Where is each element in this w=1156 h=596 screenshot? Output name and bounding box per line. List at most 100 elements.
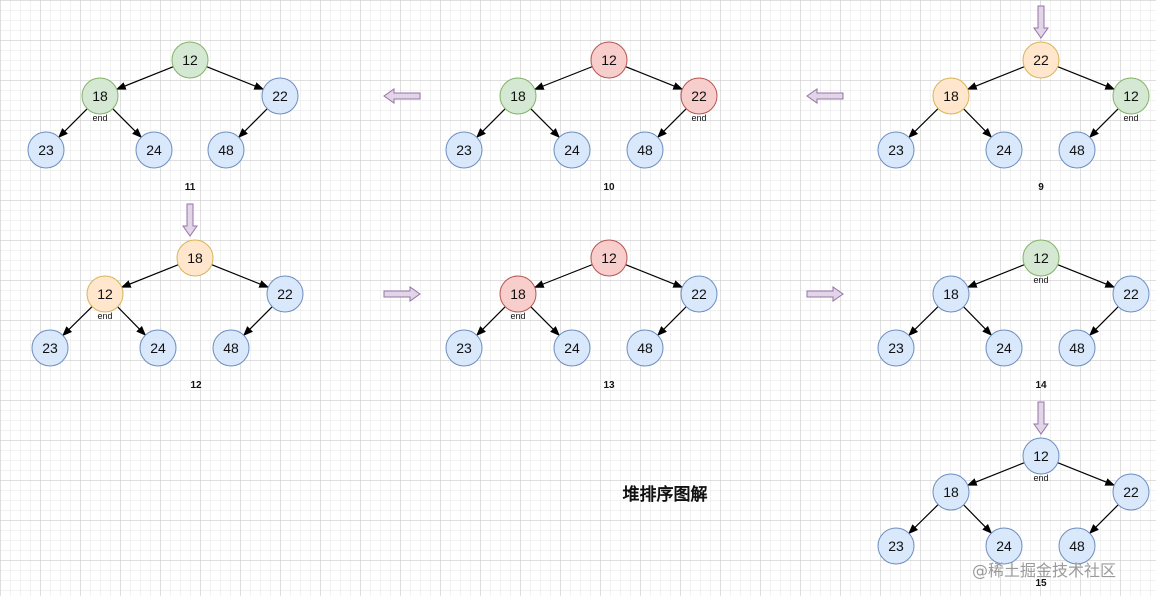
tree-node-circle [932,473,970,511]
tree-node-value: 18 [510,286,526,302]
end-marker-label: end [1033,473,1048,483]
tree-node: 18 [176,239,214,277]
tree-node: 24 [135,131,173,169]
tree-edge [966,264,1025,288]
tree-node: 12 [590,41,628,79]
tree-node-value: 22 [1033,52,1049,68]
tree-node: 22 [266,275,304,313]
tree-node-value: 18 [510,88,526,104]
tree-node-circle [590,41,628,79]
tree-node-value: 48 [637,142,653,158]
step-number-label: 12 [190,380,202,391]
tree-node-value: 22 [691,88,707,104]
tree-node-circle [266,275,304,313]
tree-node-circle [31,329,69,367]
tree-node-circle [1022,41,1060,79]
tree-node-circle [1112,473,1150,511]
tree-node-circle [86,275,124,313]
tree-node-value: 48 [1069,142,1085,158]
tree-node-value: 24 [146,142,162,158]
page-title: 堆排序图解 [622,485,708,505]
step-number-label: 9 [1038,182,1044,193]
tree-edge [476,108,506,138]
end-marker-label: end [92,113,107,123]
tree-edge [966,66,1025,90]
tree-edge [908,504,939,535]
tree-edge [211,264,270,288]
tree-node: 23 [445,131,483,169]
tree-node-value: 22 [1123,286,1139,302]
tree-node-circle [1022,437,1060,475]
tree-node-value: 23 [888,538,904,554]
tree-node: 48 [626,329,664,367]
tree-node-value: 23 [888,340,904,356]
flow-arrow [383,88,421,104]
tree-node-value: 48 [1069,538,1085,554]
tree-edge [908,108,939,139]
flow-arrow [806,286,844,302]
tree-node: 24 [985,329,1023,367]
tree-node-value: 23 [888,142,904,158]
tree-node-circle [139,329,177,367]
tree-node-value: 22 [691,286,707,302]
tree-node-circle [877,527,915,565]
tree-node-value: 12 [182,52,198,68]
tree-node-circle [553,329,591,367]
tree-edge [963,504,993,534]
tree-node-value: 24 [996,340,1012,356]
tree-node: 48 [1058,131,1096,169]
tree-node-circle [499,77,537,115]
tree-node: 23 [877,527,915,565]
flow-arrows [182,5,1049,435]
tree-node-circle [1112,275,1150,313]
flow-arrow [806,88,844,104]
tree-node-circle [1058,131,1096,169]
tree-edge [115,66,174,90]
tree-edge [963,306,993,336]
tree-edge [112,108,142,138]
tree-node-circle [171,41,209,79]
tree-node-value: 22 [1123,484,1139,500]
end-marker-label: end [691,113,706,123]
tree-node: 24 [985,527,1023,565]
end-marker-label: end [1123,113,1138,123]
tree-node: 23 [877,329,915,367]
tree-node-circle [985,329,1023,367]
tree-node-value: 12 [601,250,617,266]
tree-edge [1057,264,1116,288]
tree-node-circle [553,131,591,169]
tree-node: 23 [31,329,69,367]
tree-node-circle [499,275,537,313]
tree-node-circle [680,275,718,313]
tree-node: 22 [1022,41,1060,79]
tree-node: 22 end [680,77,718,123]
tree-node-circle [261,77,299,115]
tree-node-value: 24 [996,538,1012,554]
tree-edge [117,306,147,336]
tree-node-circle [932,275,970,313]
tree-node-circle [212,329,250,367]
tree-edge [908,306,939,337]
step-number-label: 15 [1035,578,1047,589]
tree-edge [1057,66,1116,90]
tree-edge [1089,504,1119,534]
flow-arrow [1033,401,1049,435]
flow-arrow [383,286,421,302]
tree-node-value: 23 [456,340,472,356]
flow-arrow [182,203,198,237]
tree-node: 48 [207,131,245,169]
tree-node-value: 22 [277,286,293,302]
tree-edge [1089,108,1119,138]
tree-node: 18 [932,473,970,511]
